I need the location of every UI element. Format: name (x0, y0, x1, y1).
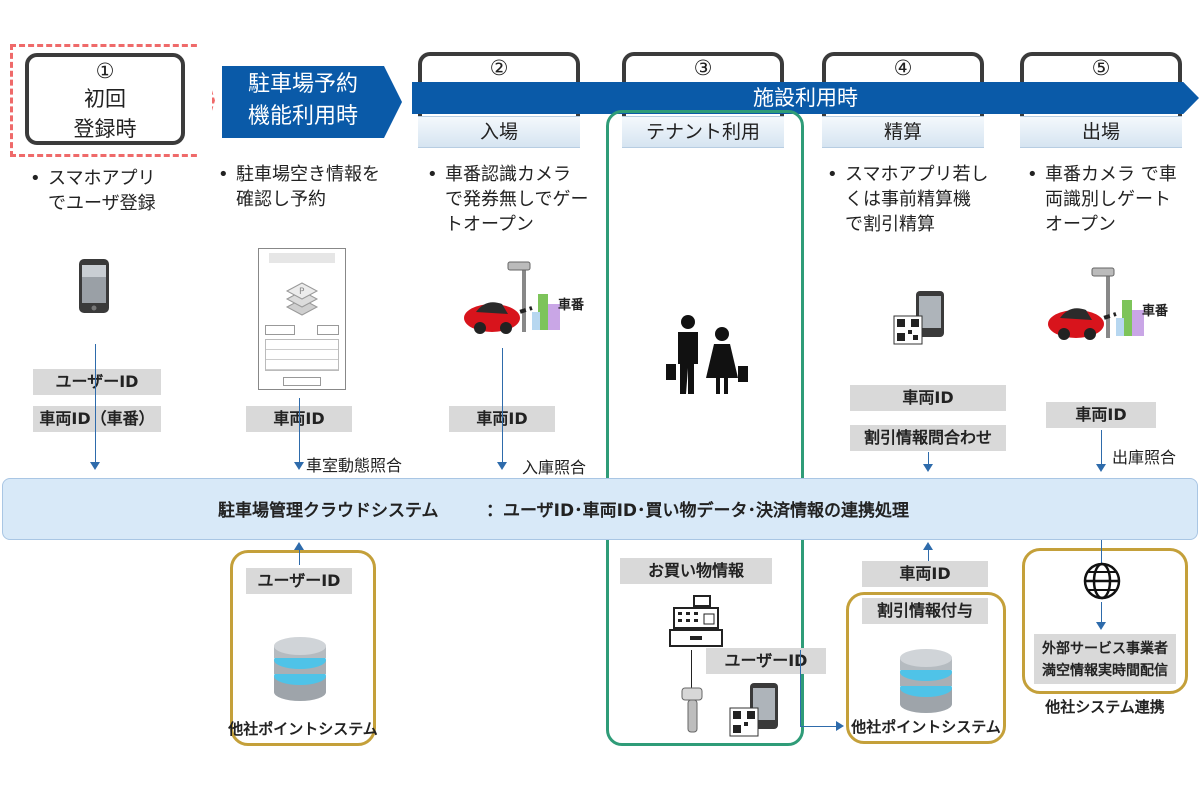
parking-stack-icon: P (285, 282, 319, 316)
arrow-col3 (497, 462, 507, 470)
external-service-box (1034, 634, 1176, 684)
external-service-line2: 満空情報実時間配信 (1042, 663, 1168, 679)
facility-banner-label: 施設利用時 (753, 86, 858, 110)
arrow-col2 (294, 462, 304, 470)
car-gate-camera-icon (464, 261, 560, 334)
connector-col1 (95, 344, 96, 462)
external-service-line1: 外部サービス事業者 (1042, 641, 1168, 657)
external-service-frame (1022, 548, 1188, 694)
tenant-frame (606, 110, 804, 746)
tag-shopping-info: お買い物情報 (620, 558, 772, 584)
tag-discount-query: 割引情報問合わせ (850, 425, 1006, 451)
arrow-left-up (294, 542, 304, 550)
cloud-system-desc: ：ユーザID･車両ID･買い物データ･決済情報の連携処理 (486, 501, 910, 521)
cloud-system-name: 駐車場管理クラウドシステム (218, 501, 439, 521)
database-icon (274, 637, 326, 701)
step-2-number: ② (489, 56, 509, 80)
connector-external (1101, 540, 1102, 564)
connector-left-up (299, 549, 300, 565)
tag-vehicle-id-payment: 車両ID (850, 385, 1006, 411)
smartphone-icon (79, 259, 109, 313)
desc-2: • 駐車場空き情報を 確認し予約 (218, 164, 380, 210)
tag-user-id: ユーザーID (33, 369, 161, 395)
point-system-right-frame (846, 592, 1006, 744)
point-system-left-frame (230, 550, 376, 746)
connector-tenant-to-points (800, 650, 801, 726)
connector-col4 (928, 452, 929, 464)
step-1-number: ① (95, 59, 115, 83)
step-1-box: ① 初回 登録時 (25, 53, 185, 145)
facility-banner (412, 82, 1199, 114)
connector-col3 (502, 348, 503, 462)
svg-text:P: P (299, 287, 305, 297)
substep-exit: 出場 (1020, 116, 1182, 148)
globe-icon (1083, 562, 1121, 600)
barcode-scanner-icon (681, 687, 703, 733)
desc-3: • 車番認識カメラ で発券無しでゲー トオープン (427, 164, 589, 235)
desc-1: • スマホアプリ でユーザ登録 (30, 168, 156, 214)
desc-5: • 車番カメラ で車 両識別しゲート オープン (1027, 164, 1177, 235)
step-1-label-line2: 登録時 (73, 117, 137, 141)
reservation-banner (222, 66, 402, 138)
connector-col5 (1101, 430, 1102, 464)
step-5-number: ⑤ (1091, 56, 1111, 80)
qr-phone-icon (893, 291, 944, 345)
cash-register-icon (669, 595, 723, 647)
note-exit-check: 出庫照合 (1112, 448, 1177, 467)
point-system-left-label: 他社ポイントシステム (228, 720, 378, 738)
tag-vehicle-id-bottom: 車両ID (862, 561, 988, 587)
camera-label-entry: 車番 (558, 298, 585, 313)
car-gate-camera-icon (1048, 267, 1144, 340)
substep-entry: 入場 (418, 116, 580, 148)
tag-vehicle-id-exit: 車両ID (1046, 402, 1156, 428)
reservation-banner-line2: 機能利用時 (247, 104, 358, 129)
step-1-label-line1: 初回 (84, 87, 126, 111)
shopping-people-icon (666, 315, 748, 394)
tag-user-id-bottom: ユーザーID (246, 568, 352, 594)
connector-tenant-to-points-h (800, 726, 836, 727)
reservation-banner-line1: 駐車場予約 (247, 72, 358, 97)
cloud-system-bar (2, 478, 1198, 540)
point-system-right-label: 他社ポイントシステム (851, 718, 1001, 736)
substep-payment: 精算 (822, 116, 984, 148)
external-caption: 他社システム連携 (1045, 698, 1165, 716)
desc-4: • スマホアプリ若し くは事前精算機 で割引精算 (827, 164, 989, 235)
arrow-col5 (1096, 464, 1106, 472)
tag-user-id-tenant: ユーザーID (706, 648, 826, 674)
note-occupancy-check: 車室動態照合 (306, 456, 403, 475)
parking-reservation-screen: P (258, 248, 346, 390)
step-4-number: ④ (893, 56, 913, 80)
connector-external-down (1101, 602, 1102, 622)
arrow-col1 (90, 462, 100, 470)
arrow-tenant-to-points (836, 721, 844, 731)
substep-tenant: テナント利用 (622, 116, 784, 148)
connector-col2 (299, 398, 300, 462)
tag-vehicle-id-plate: 車両ID（車番） (33, 406, 161, 432)
camera-label-exit: 車番 (1142, 304, 1169, 319)
arrow-col4 (923, 464, 933, 472)
note-entry-check: 入庫照合 (522, 458, 587, 477)
arrow-external-down (1096, 622, 1106, 630)
first-registration-frame (10, 44, 215, 157)
step-3-number: ③ (693, 56, 713, 80)
arrow-right-up (923, 542, 933, 550)
tag-discount-grant: 割引情報付与 (862, 598, 988, 624)
qr-phone-icon (729, 683, 778, 737)
connector-right-up (928, 549, 929, 561)
connector-register-scanner (691, 650, 692, 690)
database-icon (900, 649, 952, 713)
